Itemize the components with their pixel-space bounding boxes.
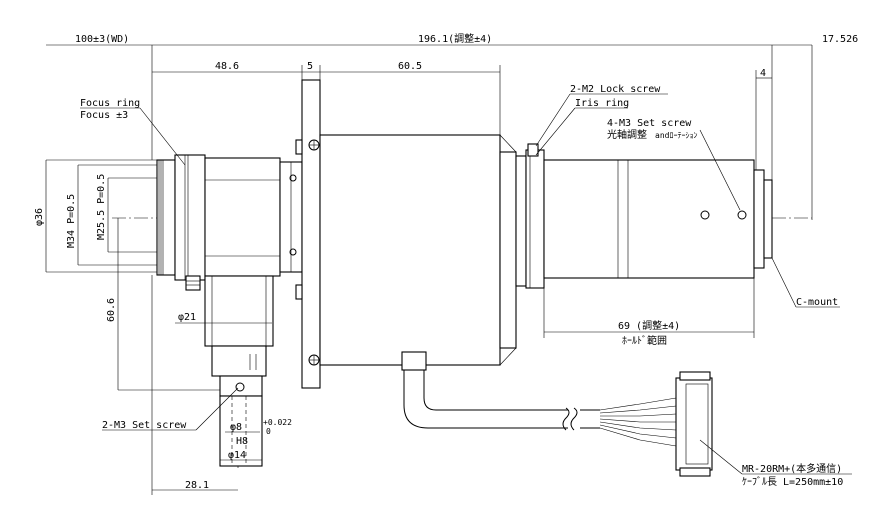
- label-connector: MR-20RM+(本多通信): [742, 462, 842, 475]
- focus-lock-knob: [185, 275, 201, 291]
- dim-48-6: 48.6: [215, 61, 239, 72]
- left-dimensions: [45, 159, 238, 495]
- dim-60-6: 60.6: [106, 298, 117, 322]
- dim-phi21: φ21: [178, 312, 196, 323]
- dim-phi14: φ14: [228, 450, 246, 461]
- mounting-plate: [301, 79, 321, 389]
- dim-tol-lower: 0: [266, 427, 271, 436]
- dim-28-1: 28.1: [185, 480, 209, 491]
- label-cable-length: ｹｰﾌﾞﾙ長 L=250mm±10: [742, 476, 843, 488]
- dim-4: 4: [760, 68, 766, 79]
- dim-h8: H8: [236, 436, 248, 447]
- top-dimensions: [46, 44, 813, 220]
- label-lock-screw: 2-M2 Lock screw: [570, 84, 661, 95]
- dim-69: 69 (調整±4): [618, 319, 680, 332]
- dim-phi36: φ36: [34, 208, 45, 226]
- c-mount-flange: [763, 179, 773, 259]
- dim-tol-upper: +0.022: [263, 418, 292, 427]
- illumination-port: [204, 275, 274, 467]
- label-c-mount: C-mount: [796, 297, 838, 308]
- mr20-connector: [675, 371, 713, 477]
- label-set-screw-2: 2-M3 Set screw: [102, 420, 187, 431]
- label-optical-axis: 光軸調整: [607, 128, 647, 141]
- dim-m25: M25.5 P=0.5: [96, 174, 107, 240]
- main-housing: [319, 134, 501, 366]
- iris-collar: [515, 155, 527, 287]
- iris-ring: [525, 149, 545, 289]
- label-iris-ring: Iris ring: [575, 98, 629, 109]
- label-focus-adjust: Focus ±3: [80, 110, 128, 121]
- dim-right-offset: 17.526: [822, 34, 858, 45]
- dim-hold-range: ﾎｰﾙﾄﾞ範囲: [622, 334, 667, 347]
- label-and-rotation: andﾛｰﾃｰｼｮﾝ: [655, 131, 697, 140]
- dim-phi8: φ8: [230, 422, 242, 433]
- dim-m34: M34 P=0.5: [66, 194, 77, 248]
- lock-screw: [527, 143, 539, 157]
- dim-60-5: 60.5: [398, 61, 422, 72]
- cable: [401, 351, 677, 447]
- dim-5: 5: [307, 61, 313, 72]
- focus-lens-body: [156, 154, 303, 281]
- dim-total-length: 196.1(調整±4): [418, 32, 492, 45]
- rear-tube: [543, 159, 755, 279]
- label-focus-ring: Focus ring: [80, 98, 140, 109]
- label-set-screw-4: 4-M3 Set screw: [607, 118, 692, 129]
- dim-working-distance: 100±3(WD): [75, 34, 129, 45]
